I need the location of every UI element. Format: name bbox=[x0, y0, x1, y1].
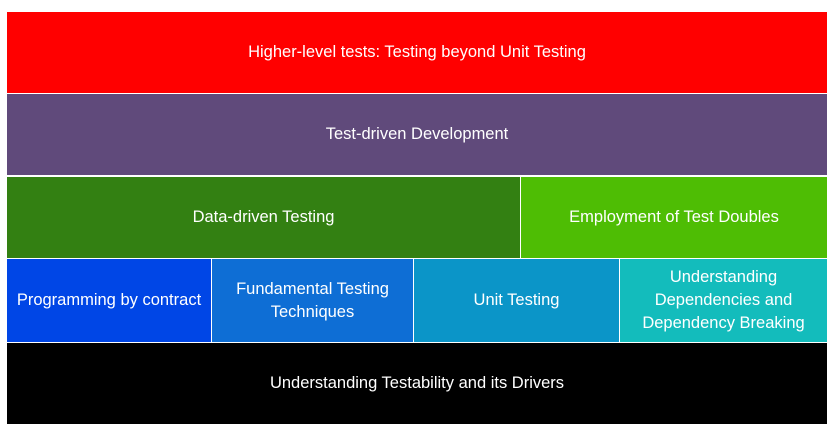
divider bbox=[520, 177, 521, 258]
block-fundamental-testing-techniques: Fundamental Testing Techniques bbox=[212, 259, 413, 342]
block-programming-by-contract: Programming by contract bbox=[7, 259, 211, 342]
block-unit-testing: Unit Testing bbox=[414, 259, 619, 342]
block-higher-level-tests: Higher-level tests: Testing beyond Unit … bbox=[7, 12, 827, 93]
testing-skills-pyramid-diagram: Higher-level tests: Testing beyond Unit … bbox=[7, 12, 827, 424]
divider bbox=[413, 259, 414, 342]
block-data-driven-testing: Data-driven Testing bbox=[7, 177, 520, 258]
block-understanding-dependencies: Understanding Dependencies and Dependenc… bbox=[620, 259, 827, 342]
layer-higher-level-tests: Higher-level tests: Testing beyond Unit … bbox=[7, 12, 827, 93]
layer-foundations: Programming by contract Fundamental Test… bbox=[7, 259, 827, 342]
block-understanding-testability: Understanding Testability and its Driver… bbox=[7, 343, 827, 424]
block-employment-of-test-doubles: Employment of Test Doubles bbox=[521, 177, 827, 258]
divider bbox=[211, 259, 212, 342]
layer-testability: Understanding Testability and its Driver… bbox=[7, 343, 827, 424]
layer-test-driven-development: Test-driven Development bbox=[7, 94, 827, 175]
layer-data-driven-and-test-doubles: Data-driven Testing Employment of Test D… bbox=[7, 177, 827, 258]
block-test-driven-development: Test-driven Development bbox=[7, 94, 827, 175]
divider bbox=[619, 259, 620, 342]
